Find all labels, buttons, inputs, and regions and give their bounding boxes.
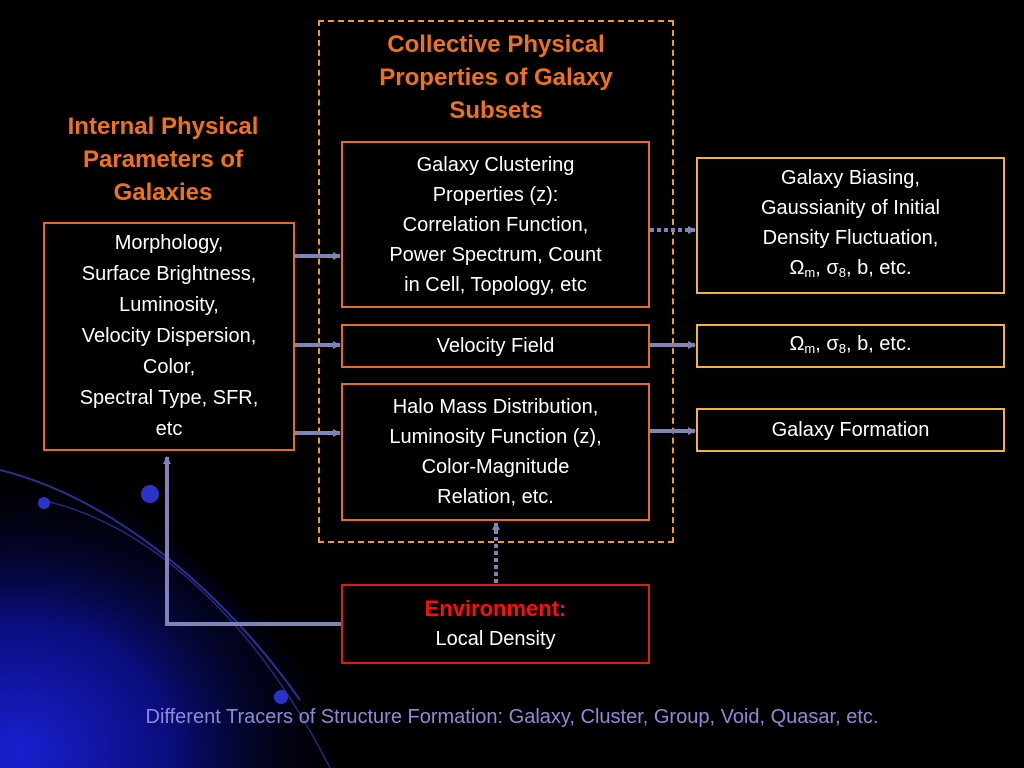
biasing-params: Ωm, σ8, b, etc.	[789, 253, 911, 288]
halo-line: Color-Magnitude	[421, 456, 570, 478]
orbit-dot	[141, 485, 159, 503]
sigma-subscript: 8	[838, 265, 846, 280]
orbit-dot	[274, 690, 288, 704]
footer-caption: Different Tracers of Structure Formation…	[145, 706, 879, 728]
internal-parameters-box: Morphology, Surface Brightness, Luminosi…	[43, 222, 295, 451]
clustering-box: Galaxy Clustering Properties (z): Correl…	[341, 141, 650, 308]
galaxy-formation-box: Galaxy Formation	[696, 408, 1005, 452]
params-rest: , b, etc.	[845, 332, 912, 355]
omega-symbol: Ω	[789, 257, 805, 279]
velocity-label: Velocity Field	[436, 335, 555, 357]
sigma-subscript: 8	[838, 340, 846, 356]
omega-subscript: m	[804, 265, 816, 280]
biasing-line: Density Fluctuation,	[762, 227, 939, 249]
collective-heading: Collective Physical Properties of Galaxy…	[330, 28, 662, 127]
clustering-line: Power Spectrum, Count	[389, 243, 602, 266]
internal-line: Surface Brightness,	[81, 263, 257, 285]
arrow-environment-to-internal	[163, 456, 341, 626]
clustering-line: in Cell, Topology, etc	[404, 273, 587, 296]
clustering-line: Correlation Function,	[402, 213, 589, 236]
blue-swoosh	[0, 440, 380, 768]
internal-line: etc	[155, 418, 183, 440]
internal-line: Morphology,	[114, 232, 224, 254]
omega-symbol: Ω	[789, 332, 805, 355]
biasing-line: Gaussianity of Initial	[761, 197, 940, 219]
biasing-line: Galaxy Biasing,	[781, 167, 920, 189]
collective-heading-line: Collective Physical	[387, 31, 605, 58]
velocity-field-box: Velocity Field	[341, 324, 650, 368]
biasing-box: Galaxy Biasing, Gaussianity of Initial D…	[696, 157, 1005, 294]
internal-line: Spectral Type, SFR,	[79, 387, 259, 409]
sigma-symbol: , σ	[815, 257, 839, 279]
orbit-arc-2	[39, 499, 331, 768]
omega-subscript: m	[804, 340, 816, 356]
internal-line: Velocity Dispersion,	[81, 325, 257, 347]
params-box: Ωm, σ8, b, etc.	[696, 324, 1005, 368]
internal-heading-line: Parameters of	[82, 146, 244, 173]
halo-line: Relation, etc.	[437, 486, 554, 508]
sigma-symbol: , σ	[815, 332, 839, 355]
params-text: Ωm, σ8, b, etc.	[789, 329, 911, 364]
collective-heading-line: Properties of Galaxy	[379, 64, 613, 91]
internal-line: Color,	[142, 356, 196, 378]
halo-line: Luminosity Function (z),	[389, 426, 602, 448]
collective-group-outline	[318, 20, 674, 543]
halo-box: Halo Mass Distribution, Luminosity Funct…	[341, 383, 650, 521]
internal-heading-line: Galaxies	[113, 179, 213, 206]
halo-line: Halo Mass Distribution,	[392, 396, 599, 418]
internal-heading: Internal Physical Parameters of Galaxies	[28, 110, 298, 209]
environment-title: Environment:	[424, 596, 567, 621]
internal-line: Luminosity,	[119, 294, 219, 316]
environment-subtitle: Local Density	[435, 628, 556, 650]
collective-heading-line: Subsets	[449, 97, 543, 124]
orbit-dot	[38, 497, 50, 509]
environment-box: Environment: Local Density	[341, 584, 650, 664]
params-rest: , b, etc.	[845, 257, 912, 279]
clustering-line: Galaxy Clustering	[416, 153, 575, 176]
clustering-line: Properties (z):	[432, 183, 559, 206]
internal-heading-line: Internal Physical	[67, 113, 259, 140]
formation-label: Galaxy Formation	[771, 419, 930, 441]
